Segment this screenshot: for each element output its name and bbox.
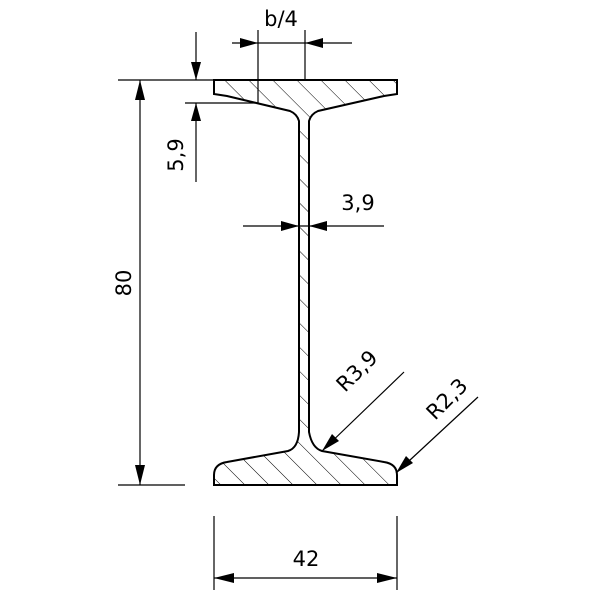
toe-radius-dimension: R2,3 [395,374,479,474]
root-radius-label: R3,9 [332,346,383,397]
web-thickness-dimension: 3,9 [243,191,384,231]
web-thickness-label: 3,9 [341,191,374,215]
root-radius-dimension: R3,9 [321,346,405,452]
flange-thickness-label: 5,9 [164,138,188,171]
flange-thickness-dimension: 5,9 [164,32,255,182]
flange-width-label: 42 [293,547,320,571]
height-label: 80 [112,270,136,297]
i-beam-section [213,79,398,486]
slope-ref-label: b/4 [264,7,298,31]
height-dimension: 80 [112,79,214,486]
flange-width-dimension: 42 [213,516,398,590]
toe-radius-label: R2,3 [422,374,473,425]
slope-ref-dimension: b/4 [232,7,352,103]
